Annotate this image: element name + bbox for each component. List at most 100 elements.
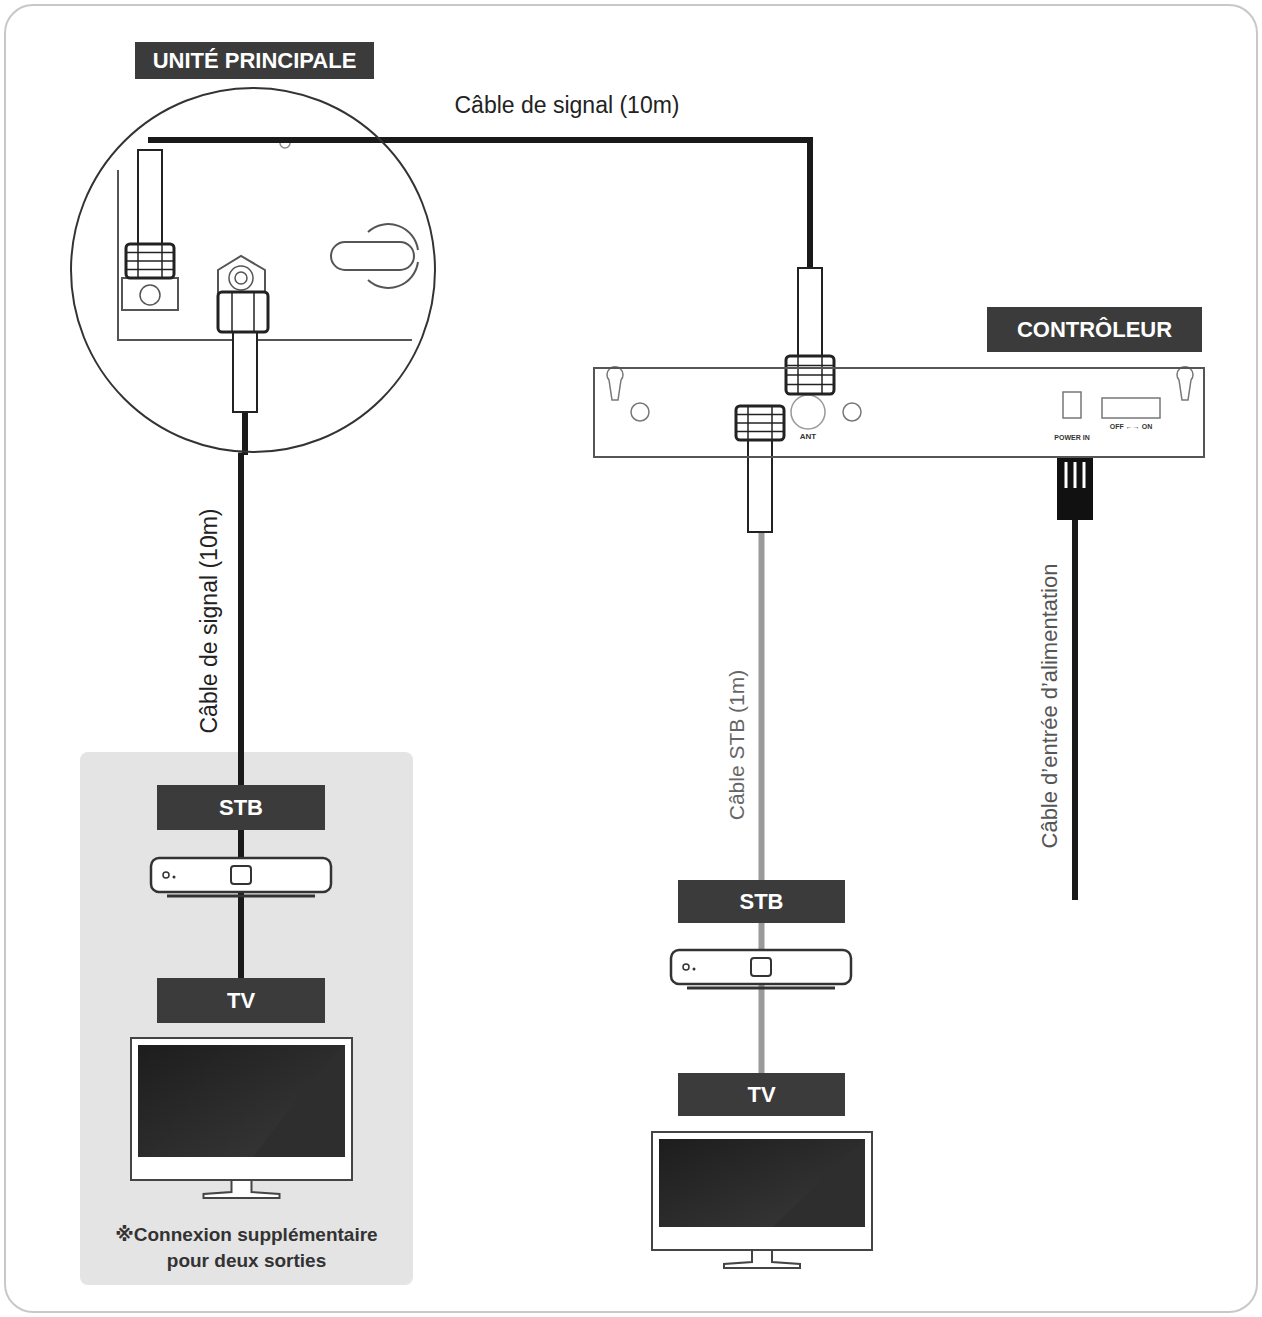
coax-plug [126, 150, 174, 278]
nut-face [231, 292, 233, 332]
device-label-box: STB [678, 880, 845, 923]
plug-pin [1065, 462, 1068, 488]
plug-pin [1083, 462, 1086, 488]
cable-connector [382, 140, 810, 367]
nut-ridge [736, 422, 784, 424]
plug-nut [786, 356, 834, 394]
box-label: STB [219, 795, 263, 821]
note-text: ※Connexion supplémentaire pour deux sort… [102, 1222, 392, 1275]
stb-button [231, 866, 251, 884]
stb-led [683, 964, 689, 970]
tv-reflection [659, 1139, 865, 1227]
cable-connector [238, 830, 244, 978]
stb-body [671, 950, 851, 984]
stb-feet [167, 895, 315, 898]
keyhole [1177, 367, 1193, 400]
cable-inner [242, 410, 248, 455]
mount-hole [631, 403, 649, 421]
plug-pin [1074, 462, 1077, 488]
port-label: ANT [800, 432, 816, 441]
stb-led [173, 876, 176, 879]
port-label: POWER IN [1054, 434, 1089, 441]
socket-ring [235, 272, 247, 284]
nut-face [253, 292, 255, 332]
socket-ring [229, 266, 253, 290]
main-unit-detail [118, 138, 418, 455]
cable-label: Câble de signal (10m) [196, 508, 223, 733]
tv-frame [131, 1038, 352, 1180]
device-label-box: STB [157, 785, 325, 830]
power-switch [1102, 398, 1160, 418]
ant-socket [791, 395, 825, 429]
tv-reflection [138, 1045, 345, 1157]
tv-set [652, 1132, 872, 1268]
box-label: TV [227, 988, 255, 1014]
controller-node: CONTRÔLEUR [593, 367, 1205, 458]
plug-body [748, 436, 772, 532]
power-socket [1063, 392, 1081, 418]
nut-face [821, 356, 823, 394]
handle [331, 242, 414, 270]
nut-ridge [126, 260, 174, 262]
node-heading: CONTRÔLEUR [1017, 317, 1172, 343]
plug-body [798, 268, 822, 360]
power-cable [1072, 518, 1078, 900]
nut-ridge [786, 384, 834, 386]
tv-screen [138, 1045, 345, 1157]
set-top-box [151, 858, 331, 896]
plug-body [233, 330, 257, 412]
heading-tab: CONTRÔLEUR [987, 307, 1202, 352]
tv-stand [724, 1250, 800, 1268]
coax-plug [786, 268, 834, 394]
nut-ridge [786, 374, 834, 376]
keyhole [607, 367, 623, 400]
nut-ridge [736, 414, 784, 416]
nut-face [137, 244, 139, 278]
plug-nut [736, 406, 784, 440]
coax-plug [736, 406, 784, 532]
stb-body [151, 858, 331, 892]
panel-ground [80, 752, 413, 1285]
box-label: TV [747, 1082, 775, 1108]
main-unit-node: UNITÉ PRINCIPALE [70, 87, 436, 453]
box-label: STB [740, 889, 784, 915]
tv-stand [204, 1180, 280, 1198]
plug-body [138, 150, 162, 246]
cable-connector [759, 923, 765, 1073]
heading-tab: UNITÉ PRINCIPALE [135, 42, 374, 79]
device-label-box: TV [157, 978, 325, 1023]
cable-label: Câble de signal (10m) [454, 92, 679, 119]
stb-led [693, 968, 696, 971]
nut-face [161, 244, 163, 278]
tv-screen [659, 1139, 865, 1227]
controller-face [593, 367, 1205, 458]
tv-set [131, 1038, 352, 1198]
cable-inner [148, 137, 382, 143]
stb-led [163, 872, 169, 878]
plug-nut [218, 292, 268, 332]
nut-ridge [126, 269, 174, 271]
node-heading: UNITÉ PRINCIPALE [153, 48, 357, 74]
port-label: OFF ←→ ON [1110, 423, 1152, 430]
socket-ring [140, 285, 160, 305]
tv-frame [652, 1132, 872, 1250]
cable-label: Câble d’entrée d’alimentation [1037, 564, 1063, 849]
stb-button [751, 958, 771, 976]
set-top-box [671, 950, 851, 988]
nut-face [797, 356, 799, 394]
power-plug [1057, 458, 1093, 520]
option-panel: ※Connexion supplémentaire pour deux sort… [80, 752, 413, 1285]
nut-face [771, 406, 773, 440]
mount-hole [843, 403, 861, 421]
device-label-box: TV [678, 1073, 845, 1116]
cable-label: Câble STB (1m) [725, 670, 749, 821]
nut-face [747, 406, 749, 440]
controller-detail [593, 268, 1205, 900]
stb-feet [687, 987, 835, 990]
nut-ridge [126, 252, 174, 254]
socket-hex [218, 256, 265, 296]
socket-base [122, 278, 178, 310]
